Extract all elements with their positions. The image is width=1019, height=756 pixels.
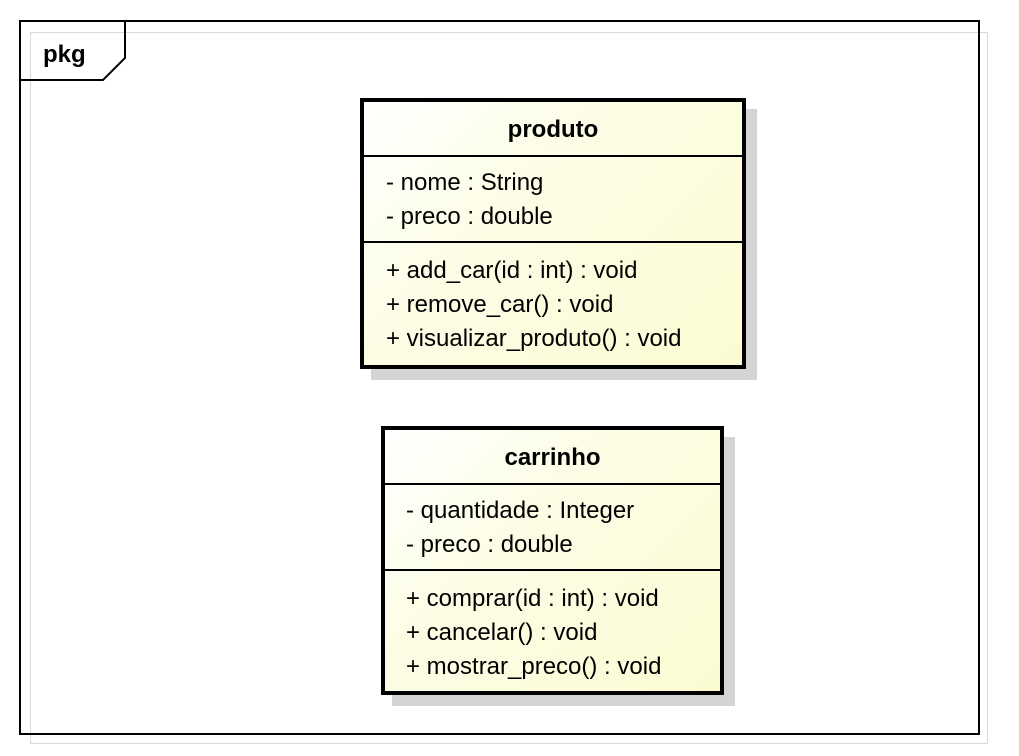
attribute: - quantidade : Integer	[406, 497, 635, 524]
operation: + comprar(id : int) : void	[406, 585, 659, 612]
operations-compartment: + comprar(id : int) : void + cancelar() …	[385, 571, 720, 684]
package-label: pkg	[43, 41, 86, 68]
class-name: produto	[364, 102, 742, 157]
attribute: - preco : double	[386, 203, 553, 230]
package-tab: pkg	[21, 22, 131, 82]
operation: + mostrar_preco() : void	[406, 653, 662, 680]
attribute: - preco : double	[406, 531, 573, 558]
attributes-compartment: - quantidade : Integer - preco : double	[385, 485, 720, 571]
operation: + remove_car() : void	[386, 291, 614, 318]
class-name: carrinho	[385, 430, 720, 485]
package-frame-shadow	[30, 32, 988, 744]
operation: + add_car(id : int) : void	[386, 257, 638, 284]
operation: + visualizar_produto() : void	[386, 325, 682, 352]
class-produto[interactable]: produto - nome : String - preco : double…	[360, 98, 746, 369]
operation: + cancelar() : void	[406, 619, 598, 646]
attribute: - nome : String	[386, 169, 544, 196]
class-carrinho[interactable]: carrinho - quantidade : Integer - preco …	[381, 426, 724, 695]
attributes-compartment: - nome : String - preco : double	[364, 157, 742, 243]
package-frame: pkg	[19, 20, 980, 735]
operations-compartment: + add_car(id : int) : void + remove_car(…	[364, 243, 742, 356]
